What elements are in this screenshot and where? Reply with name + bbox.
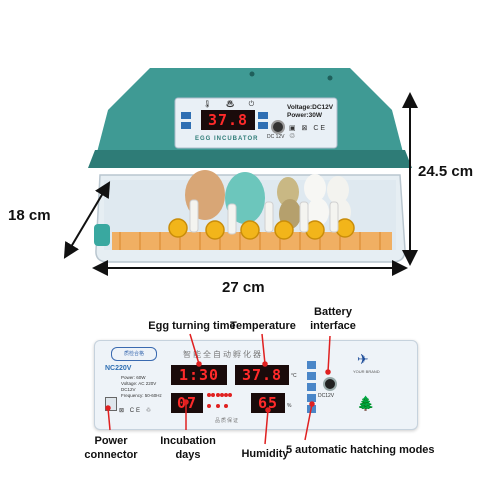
- mode-indicator-leds: [207, 393, 231, 413]
- mode-button-2[interactable]: [307, 372, 316, 380]
- mode-button-1[interactable]: [307, 361, 316, 369]
- lid-dc-label: DC 12V: [267, 134, 285, 140]
- depth-label: 18 cm: [8, 207, 51, 224]
- temperature-unit: °C: [291, 373, 297, 379]
- lid-voltage-label: Voltage:DC12V: [287, 104, 334, 111]
- turning-gears: [168, 218, 355, 240]
- panel-chinese-title: 智能全自动孵化器: [183, 350, 263, 359]
- panel-model-label: NC220V: [105, 365, 132, 372]
- humidity-unit: %: [287, 403, 292, 409]
- brand-logo-icon: ✈: [357, 351, 369, 367]
- callout-battery-interface: Battery interface: [310, 306, 356, 332]
- mode-indicator-leds: [211, 393, 235, 413]
- lid-certification-icons: ▣ ⊠ CE ♲: [289, 125, 328, 140]
- temperature-display: 37.8: [235, 365, 289, 385]
- battery-port-label: DC12V: [318, 393, 335, 399]
- callout-humidity: Humidity: [241, 448, 289, 460]
- depth-arrow: [63, 181, 111, 259]
- control-panel-closeup: 质检合格 NC220V Power: 60W Voltage: AC 220V …: [94, 340, 418, 430]
- quality-badge: 质检合格: [111, 347, 157, 361]
- brand-logo-text: YOUR BRAND: [353, 369, 380, 374]
- tree-logo-icon: 🌲: [357, 395, 375, 411]
- mode-button-4[interactable]: [307, 394, 316, 402]
- lid-dc-port-icon[interactable]: [271, 120, 285, 134]
- lid-button-down[interactable]: [258, 112, 268, 119]
- lid-brand-label: EGG INCUBATOR: [195, 136, 259, 142]
- callout-hatching-modes: 5 automatic hatching modes: [286, 444, 435, 456]
- humidity-display: 65: [251, 393, 285, 413]
- lid-temperature-display: 37.8: [201, 110, 255, 130]
- egg-white: [327, 176, 349, 204]
- egg-white: [304, 174, 326, 202]
- lid-button-set[interactable]: [181, 112, 191, 119]
- panel-certification-icons: ⊠ CE ♲: [119, 408, 154, 414]
- height-label: 24.5 cm: [418, 163, 474, 180]
- width-label: 27 cm: [222, 279, 265, 296]
- dimension-arrows: [63, 92, 418, 276]
- lid-power-label: Power:30W: [287, 112, 323, 119]
- lid-button-up[interactable]: [181, 122, 191, 129]
- lid-status-icons: 🌡 ♨ ⏻: [203, 101, 261, 108]
- egg-quail: [277, 177, 299, 207]
- panel-specs: Power: 60W Voltage: AC 220V DC12V Freque…: [121, 375, 162, 398]
- lid-control-panel: 🌡 ♨ ⏻ 37.8 Voltage:DC12V Power:30W DC 12…: [175, 98, 337, 148]
- egg-turning-time-display: 1:30: [171, 365, 227, 385]
- callout-egg-turning-time: Egg turning time: [148, 320, 236, 332]
- callout-temperature: Temperature: [230, 320, 296, 332]
- callout-power-connector: Power connector: [84, 435, 138, 461]
- mode-button-3[interactable]: [307, 383, 316, 391]
- lid-button-mode[interactable]: [258, 122, 268, 129]
- panel-chinese-bottom: 品质保证: [215, 418, 240, 424]
- egg-white: [307, 198, 329, 226]
- battery-port-icon[interactable]: [323, 377, 337, 391]
- egg-rails: [189, 199, 339, 235]
- callout-incubation-days: Incubation days: [160, 435, 216, 461]
